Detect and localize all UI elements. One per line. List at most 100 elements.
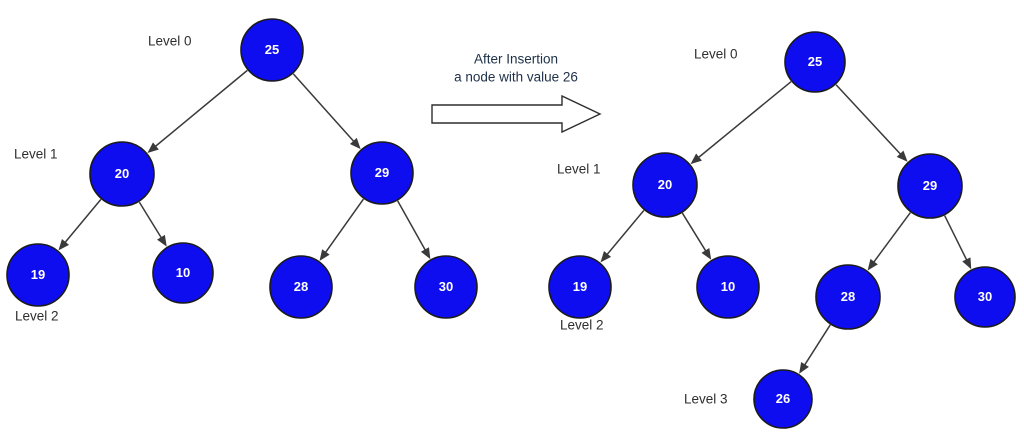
level-label: Level 1	[14, 147, 58, 162]
node-circle	[548, 255, 612, 319]
node-circle	[696, 255, 760, 319]
node-circle	[240, 18, 304, 82]
after-insertion-tree-nodes: 25 20 29 19 10 28 30 26	[548, 31, 1016, 429]
edge-line	[138, 201, 164, 242]
edge-line	[943, 215, 969, 264]
edge-line	[322, 198, 365, 256]
edge-line	[152, 69, 248, 150]
tree-edge	[58, 198, 102, 251]
transition-layer: After Insertion a node with value 26	[431, 52, 602, 134]
tree-edge	[799, 324, 831, 374]
node-circle	[815, 264, 881, 330]
tree-edge	[397, 200, 431, 260]
tree-node-19[interactable]: 19	[6, 243, 70, 307]
tree-node-29[interactable]: 29	[350, 141, 414, 205]
node-value-label: 28	[294, 279, 308, 294]
transition-caption-line: a node with value 26	[454, 70, 578, 85]
node-value-label: 25	[265, 42, 279, 57]
level-label: Level 0	[694, 47, 738, 62]
edge-line	[604, 209, 645, 258]
after-insertion-tree-edges	[600, 81, 972, 374]
tree-node-25[interactable]: 25	[240, 18, 304, 82]
nodes-layer: 25 20 29 19 10 28 30 25 20 29 19 10 28 30 26	[6, 18, 1016, 429]
edge-line	[292, 73, 357, 145]
edges-layer	[58, 69, 972, 374]
edge-line	[835, 84, 904, 158]
node-circle	[350, 141, 414, 205]
edge-arrowhead-icon	[690, 153, 702, 165]
edge-line	[397, 200, 428, 254]
edge-arrowhead-icon	[157, 234, 167, 247]
tree-node-19[interactable]: 19	[548, 255, 612, 319]
tree-edge	[681, 212, 712, 260]
after-insertion-callout: After Insertion a node with value 26	[431, 52, 602, 134]
tree-edge	[690, 81, 792, 165]
level-label: Level 0	[148, 34, 192, 49]
transition-caption-line: After Insertion	[474, 52, 558, 67]
tree-edge	[138, 201, 167, 247]
edge-line	[681, 212, 709, 255]
tree-node-29[interactable]: 29	[897, 153, 963, 219]
node-value-label: 10	[176, 265, 190, 280]
edge-arrowhead-icon	[147, 142, 159, 153]
node-value-label: 28	[841, 289, 855, 304]
tree-edge	[292, 73, 361, 150]
edge-arrowhead-icon	[867, 258, 878, 271]
edge-arrowhead-icon	[58, 239, 70, 251]
tree-node-28[interactable]: 28	[269, 255, 333, 319]
node-circle	[414, 255, 478, 319]
edge-arrowhead-icon	[319, 249, 330, 261]
node-value-label: 25	[808, 54, 822, 69]
tree-node-25[interactable]: 25	[784, 31, 846, 93]
node-circle	[784, 31, 846, 93]
node-value-label: 30	[978, 289, 992, 304]
edge-line	[871, 212, 911, 266]
edge-arrowhead-icon	[600, 251, 612, 263]
tree-edge	[867, 212, 911, 271]
tree-edge	[147, 69, 248, 153]
node-circle	[897, 153, 963, 219]
level-label: Level 1	[557, 162, 601, 177]
node-value-label: 20	[115, 166, 129, 181]
tree-edge	[319, 198, 365, 261]
edge-arrowhead-icon	[420, 247, 431, 260]
node-value-label: 30	[439, 279, 453, 294]
node-value-label: 29	[375, 165, 389, 180]
before-insertion-tree-edges	[58, 69, 431, 261]
edge-line	[62, 198, 102, 246]
edge-line	[802, 324, 831, 369]
tree-node-10[interactable]: 10	[696, 255, 760, 319]
tree-node-30[interactable]: 30	[414, 255, 478, 319]
edge-arrowhead-icon	[896, 150, 908, 162]
tree-edge	[943, 215, 972, 270]
tree-node-26[interactable]: 26	[753, 369, 813, 429]
node-circle	[6, 243, 70, 307]
edge-line	[695, 81, 792, 161]
level-label: Level 2	[15, 309, 59, 324]
before-insertion-tree-nodes: 25 20 29 19 10 28 30	[6, 18, 478, 319]
tree-node-28[interactable]: 28	[815, 264, 881, 330]
edge-arrowhead-icon	[349, 137, 361, 150]
tree-node-30[interactable]: 30	[954, 266, 1016, 328]
node-value-label: 20	[658, 177, 672, 192]
edge-arrowhead-icon	[799, 361, 809, 374]
node-value-label: 29	[923, 178, 937, 193]
node-value-label: 19	[31, 267, 45, 282]
tree-node-10[interactable]: 10	[152, 242, 214, 304]
node-value-label: 26	[776, 391, 790, 406]
node-value-label: 10	[721, 279, 735, 294]
transition-block-arrow-icon	[431, 94, 602, 134]
tree-edge	[600, 209, 645, 263]
node-circle	[89, 141, 155, 207]
node-circle	[152, 242, 214, 304]
node-value-label: 19	[573, 279, 587, 294]
tree-node-20[interactable]: 20	[89, 141, 155, 207]
tree-edge	[835, 84, 908, 162]
node-circle	[753, 369, 813, 429]
edge-arrowhead-icon	[701, 248, 712, 260]
edge-arrowhead-icon	[962, 257, 972, 270]
tree-node-20[interactable]: 20	[632, 152, 698, 218]
